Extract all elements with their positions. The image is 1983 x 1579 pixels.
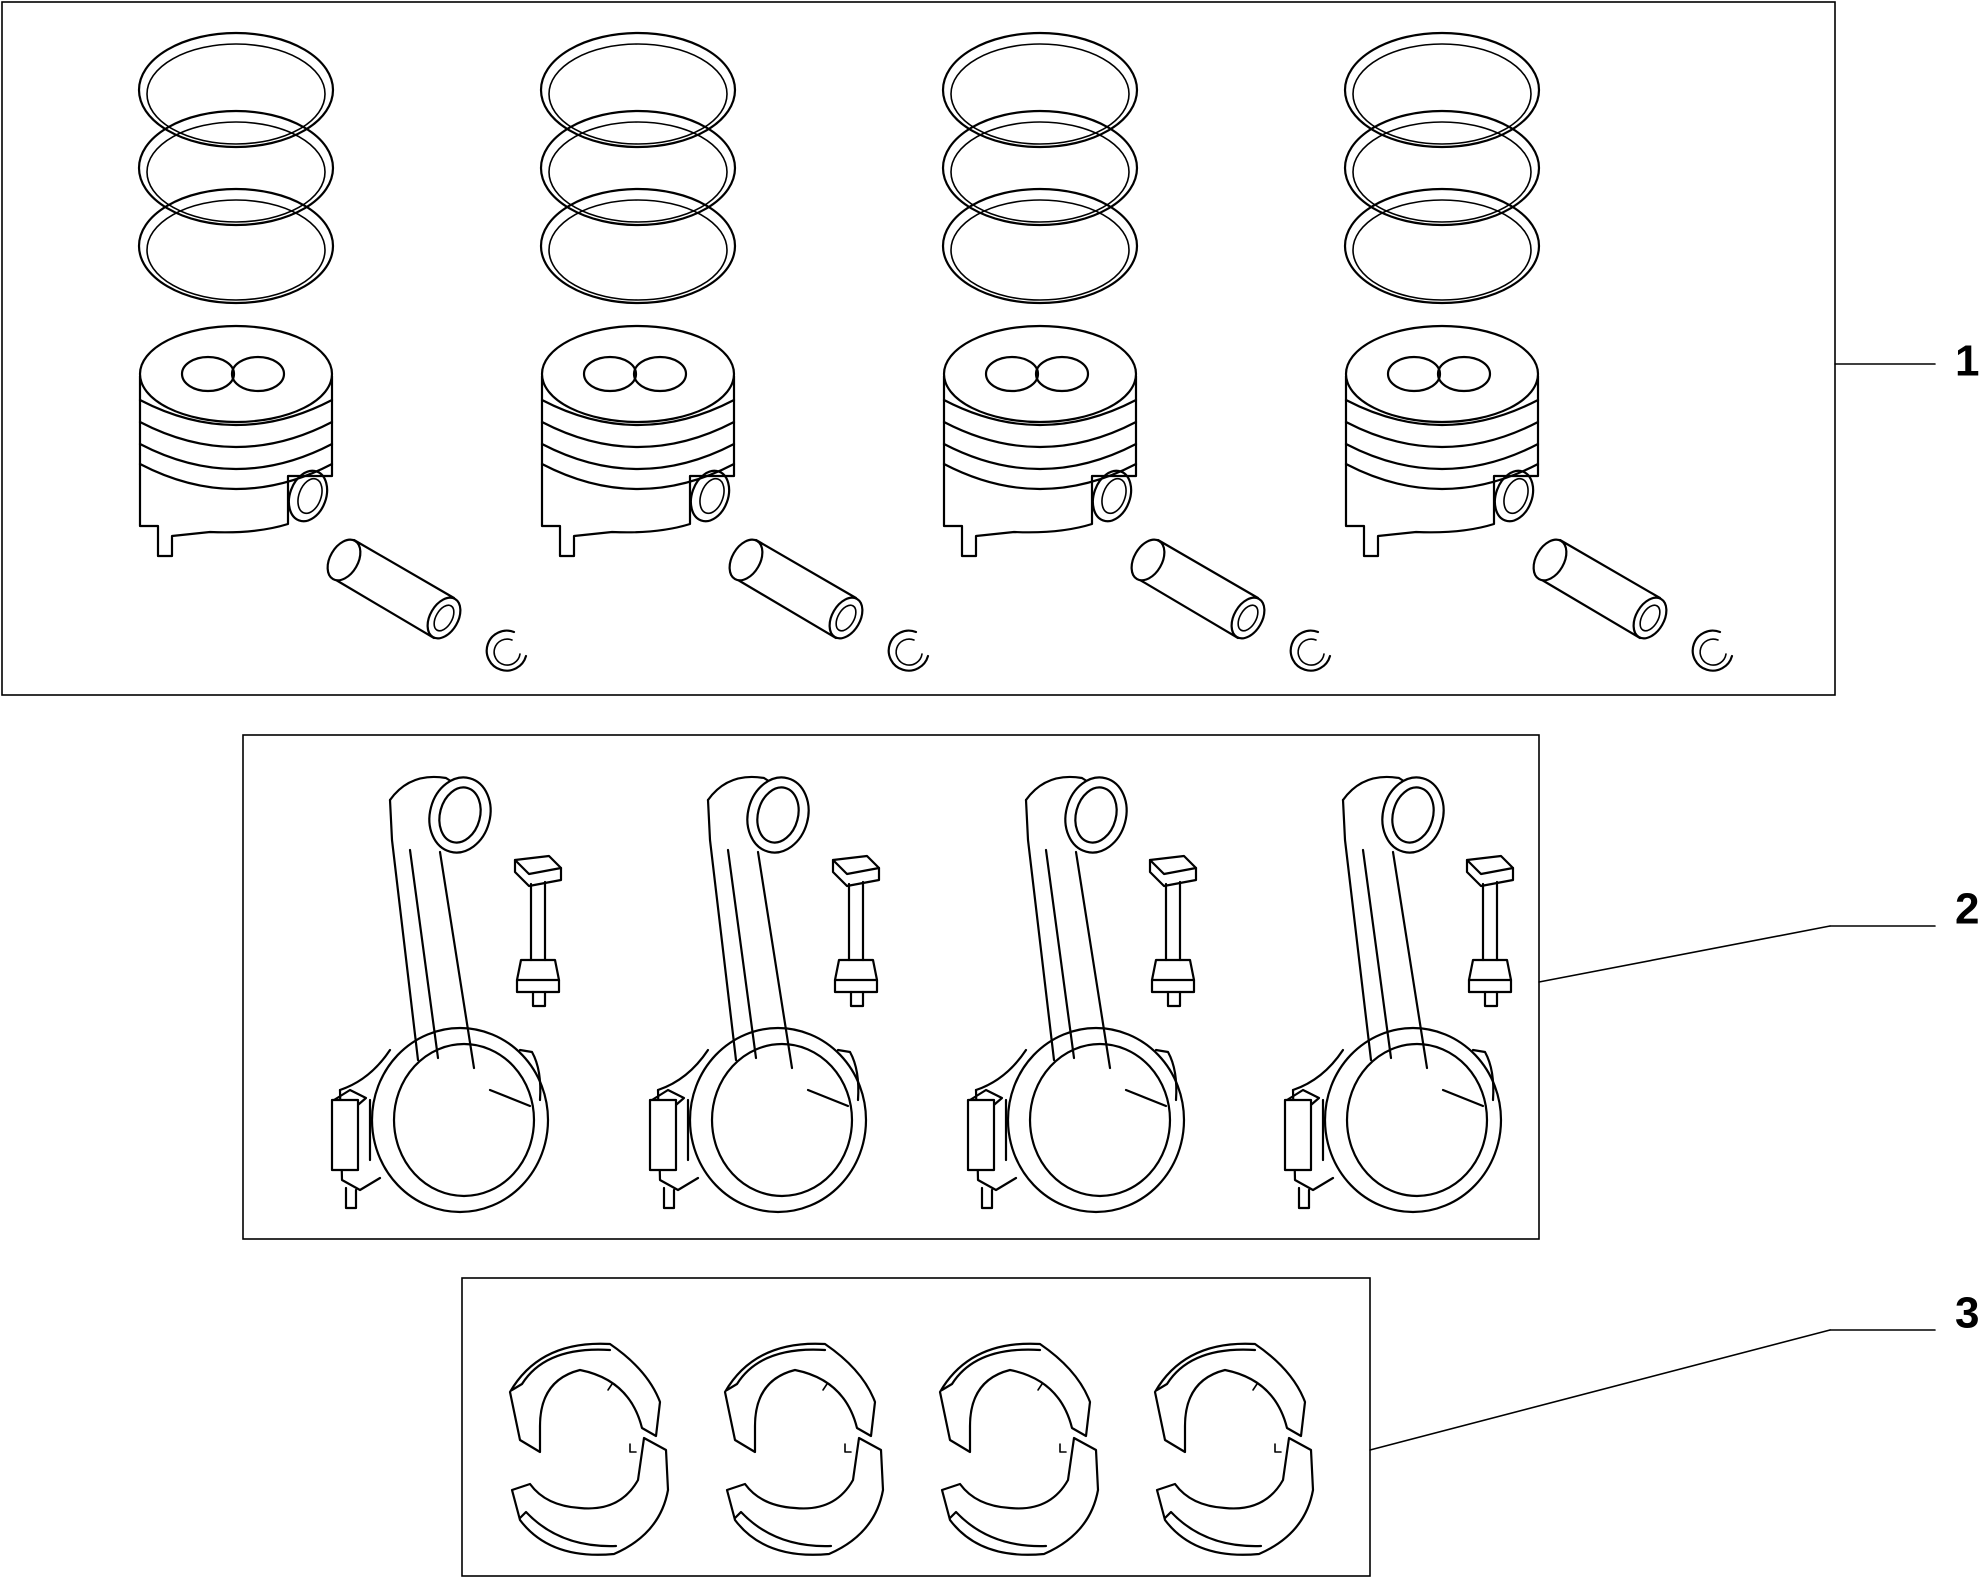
bearing-shell-pair bbox=[1153, 1342, 1315, 1556]
connecting-rod bbox=[648, 769, 868, 1214]
callout-2: 2 bbox=[1955, 885, 1979, 934]
piston-ring bbox=[539, 31, 737, 149]
piston-ring bbox=[137, 187, 335, 305]
piston-set bbox=[137, 31, 528, 672]
circlip bbox=[1691, 629, 1734, 672]
piston-ring bbox=[941, 187, 1139, 305]
circlip bbox=[485, 629, 528, 672]
bearing-shell-pair bbox=[938, 1342, 1100, 1556]
bearing-shell-pair bbox=[508, 1342, 670, 1556]
bearing-shell-pair bbox=[723, 1342, 885, 1556]
piston-set bbox=[539, 31, 930, 672]
rod-bolt bbox=[831, 854, 881, 1008]
piston bbox=[942, 324, 1139, 558]
callout-3: 3 bbox=[1955, 1289, 1979, 1338]
piston-ring bbox=[539, 109, 737, 227]
callout-leader-3 bbox=[1369, 1329, 1831, 1451]
callout-leader-2 bbox=[1538, 925, 1831, 983]
piston-ring bbox=[539, 187, 737, 305]
piston-set bbox=[941, 31, 1332, 672]
piston-ring bbox=[1343, 31, 1541, 149]
rod-bolt bbox=[1148, 854, 1198, 1008]
conrod-set bbox=[966, 769, 1198, 1214]
piston-pin bbox=[1123, 532, 1273, 646]
piston-pin bbox=[1525, 532, 1675, 646]
circlip bbox=[1289, 629, 1332, 672]
piston-ring bbox=[1343, 187, 1541, 305]
rod-bolt bbox=[1465, 854, 1515, 1008]
piston bbox=[138, 324, 335, 558]
piston-ring bbox=[1343, 109, 1541, 227]
piston-ring bbox=[941, 31, 1139, 149]
piston-ring bbox=[137, 31, 335, 149]
piston-kit-frame bbox=[1, 1, 1836, 696]
conrod-set bbox=[648, 769, 881, 1214]
callout-1: 1 bbox=[1955, 337, 1979, 386]
piston-pin bbox=[319, 532, 469, 646]
piston bbox=[1344, 324, 1541, 558]
bearing-shell-kit-frame bbox=[461, 1277, 1371, 1577]
connecting-rod-kit-frame bbox=[242, 734, 1540, 1240]
piston-ring bbox=[137, 109, 335, 227]
circlip bbox=[887, 629, 930, 672]
piston-ring bbox=[941, 109, 1139, 227]
piston bbox=[540, 324, 737, 558]
connecting-rod bbox=[330, 769, 550, 1214]
conrod-set bbox=[330, 769, 563, 1214]
piston-pin bbox=[721, 532, 871, 646]
piston-set bbox=[1343, 31, 1734, 672]
rod-bolt bbox=[513, 854, 563, 1008]
conrod-set bbox=[1283, 769, 1515, 1214]
